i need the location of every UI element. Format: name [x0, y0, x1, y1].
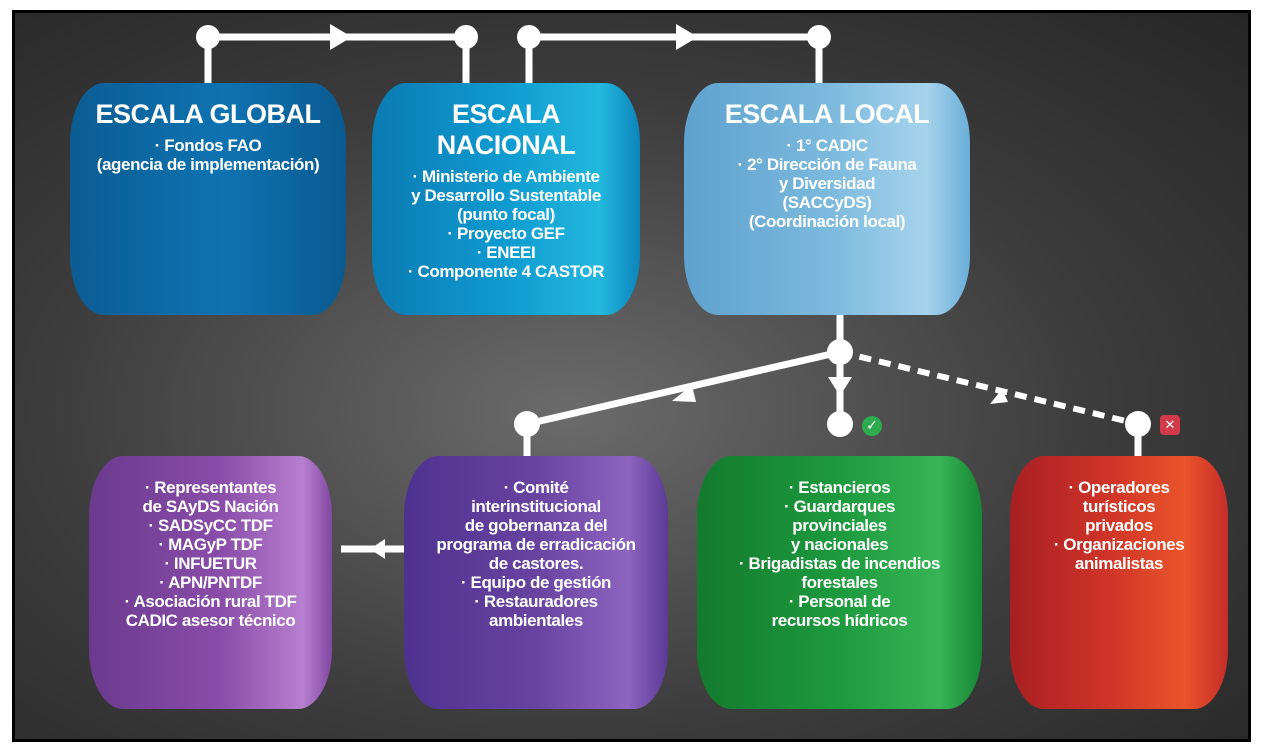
node-dot [454, 25, 478, 49]
box-item: de SAyDS Nación [142, 497, 279, 516]
box-item: · Fondos FAO [154, 136, 262, 155]
connector-to-operadores-dashed [839, 349, 1139, 427]
box-item: · ENEEI [476, 243, 536, 262]
box-item: y nacionales [790, 535, 889, 554]
box-item: (SACCyDS) [782, 193, 872, 212]
box-title: ESCALA GLOBAL [95, 99, 322, 129]
box-item: · Representantes [144, 478, 277, 497]
node-dot [517, 25, 541, 49]
arrow-down-icon [828, 377, 852, 396]
arrow-right-icon [330, 24, 352, 50]
box-item: recursos hídricos [771, 611, 908, 630]
box-escala-nacional: ESCALA NACIONAL · Ministerio de Ambiente… [372, 83, 640, 315]
check-icon: ✓ [862, 416, 882, 436]
node-dot [196, 25, 220, 49]
box-item: (Coordinación local) [748, 212, 906, 231]
box-comite: · Comité interinstitucional de gobernanz… [404, 456, 668, 709]
box-item: (agencia de implementación) [96, 155, 320, 174]
arrow-left-icon [672, 385, 696, 402]
box-item: · INFUETUR [164, 554, 257, 573]
box-item: · Ministerio de Ambiente [412, 167, 600, 186]
box-item: animalistas [1074, 554, 1164, 573]
box-item: · MAGyP TDF [158, 535, 263, 554]
box-item: y Desarrollo Sustentable [411, 186, 601, 205]
box-item: · Restauradores [474, 592, 598, 611]
arrow-left-icon [370, 539, 385, 559]
arrow-right-icon [676, 24, 698, 50]
box-representantes: · Representantes de SAyDS Nación · SADSy… [89, 456, 332, 709]
box-escala-local: ESCALA LOCAL · 1° CADIC · 2° Dirección d… [684, 83, 970, 315]
box-item: · Componente 4 CASTOR [407, 262, 605, 281]
box-item: forestales [801, 573, 878, 592]
box-item: · Personal de [788, 592, 891, 611]
node-dot [827, 339, 853, 365]
box-item: · Estancieros [788, 478, 891, 497]
box-item: · APN/PNTDF [159, 573, 262, 592]
box-item: interinstitucional [471, 497, 601, 516]
box-item: · Comité [503, 478, 569, 497]
box-title: ESCALA LOCAL [724, 99, 930, 129]
box-item: · Operadores [1068, 478, 1170, 497]
node-dot [807, 25, 831, 49]
box-escala-global: ESCALA GLOBAL · Fondos FAO (agencia de i… [70, 83, 346, 315]
box-item: · Guardarques [784, 497, 895, 516]
node-dot [827, 411, 853, 437]
box-item: · SADSyCC TDF [148, 516, 273, 535]
box-title: ESCALA NACIONAL [436, 99, 576, 160]
box-item: ambientales [489, 611, 583, 630]
box-item: programa de erradicación [436, 535, 636, 554]
box-item: privados [1085, 516, 1153, 535]
box-item: · 1° CADIC [786, 136, 868, 155]
box-item: · Brigadistas de incendios [738, 554, 941, 573]
box-item: turísticos [1082, 497, 1156, 516]
node-dot [1125, 411, 1151, 437]
box-item: de gobernanza del [464, 516, 608, 535]
box-estancieros: · Estancieros · Guardarques provinciales… [697, 456, 982, 709]
connector-to-comite [526, 348, 841, 428]
box-item: de castores. [488, 554, 584, 573]
box-item: · 2° Dirección de Fauna [737, 155, 917, 174]
node-dot [514, 411, 540, 437]
box-item: provinciales [792, 516, 887, 535]
box-item: · Asociación rural TDF [124, 592, 297, 611]
box-item: (punto focal) [457, 205, 555, 224]
box-item: · Equipo de gestión [460, 573, 612, 592]
box-item: y Diversidad [778, 174, 876, 193]
cross-icon: ✕ [1160, 415, 1180, 435]
box-item: · Proyecto GEF [447, 224, 565, 243]
box-item: · Organizaciones [1053, 535, 1185, 554]
box-item: CADIC asesor técnico [125, 611, 296, 630]
box-operadores: · Operadores turísticos privados · Organ… [1010, 456, 1228, 709]
arrow-right-icon [990, 389, 1008, 404]
